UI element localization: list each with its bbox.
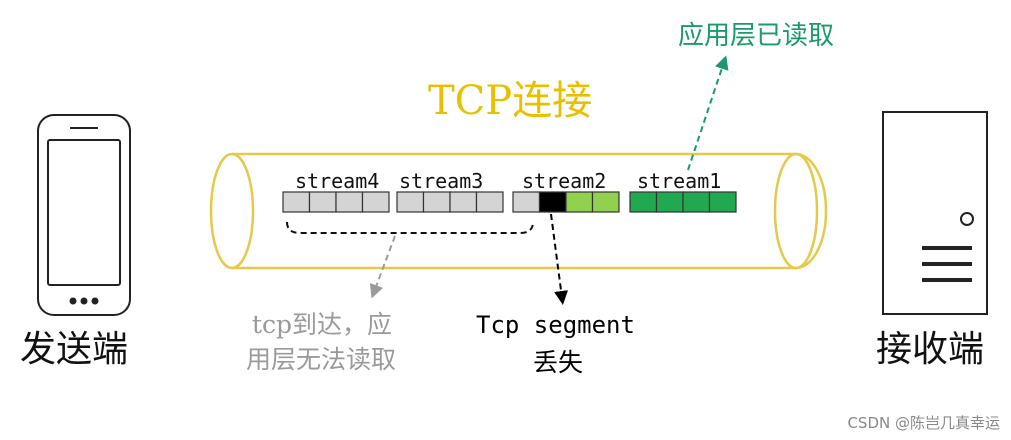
- blocked-label-line2: 用层无法读取: [246, 345, 396, 374]
- blocked-label-line1: tcp到达，应: [252, 310, 392, 339]
- segment-arrived: [282, 191, 311, 213]
- server-icon: [882, 111, 988, 315]
- segment-read: [708, 191, 737, 213]
- segment-read: [682, 191, 711, 213]
- segment-arrived: [512, 191, 541, 213]
- app-read-label: 应用层已读取: [678, 21, 834, 51]
- blocked-arrow: [369, 235, 396, 299]
- tcp-pipe: [209, 152, 828, 270]
- segment-arrived: [475, 191, 504, 213]
- segment-arrived: [335, 191, 364, 213]
- segment-arrived: [396, 191, 425, 213]
- stream-label-1: stream1: [637, 169, 721, 193]
- segment-partial: [591, 191, 620, 213]
- watermark: CSDN @陈岂几真幸运: [847, 414, 1000, 432]
- stream2-segments: [512, 191, 620, 213]
- lost-arrow: [550, 213, 569, 305]
- segment-arrived: [361, 191, 390, 213]
- stream3-segments: [396, 191, 504, 213]
- blocked-bracket: [286, 221, 534, 234]
- segment-arrived: [449, 191, 478, 213]
- segment-lost: [538, 191, 567, 213]
- stream-label-2: stream2: [522, 169, 606, 193]
- segment-read: [655, 191, 684, 213]
- pipe-title: TCP连接: [428, 78, 592, 124]
- segment-partial: [565, 191, 594, 213]
- lost-label-line1: Tcp segment: [476, 311, 635, 339]
- segment-arrived: [308, 191, 337, 213]
- stream-label-3: stream3: [399, 169, 483, 193]
- segment-read: [629, 191, 658, 213]
- segment-arrived: [422, 191, 451, 213]
- stream-label-4: stream4: [295, 169, 379, 193]
- stream1-segments: [629, 191, 737, 213]
- stream4-segments: [282, 191, 390, 213]
- phone-icon: [37, 114, 131, 316]
- lost-label-line2: 丢失: [533, 348, 583, 377]
- app-read-arrow: [687, 55, 729, 171]
- sender-label: 发送端: [20, 329, 128, 370]
- receiver-label: 接收端: [876, 329, 984, 370]
